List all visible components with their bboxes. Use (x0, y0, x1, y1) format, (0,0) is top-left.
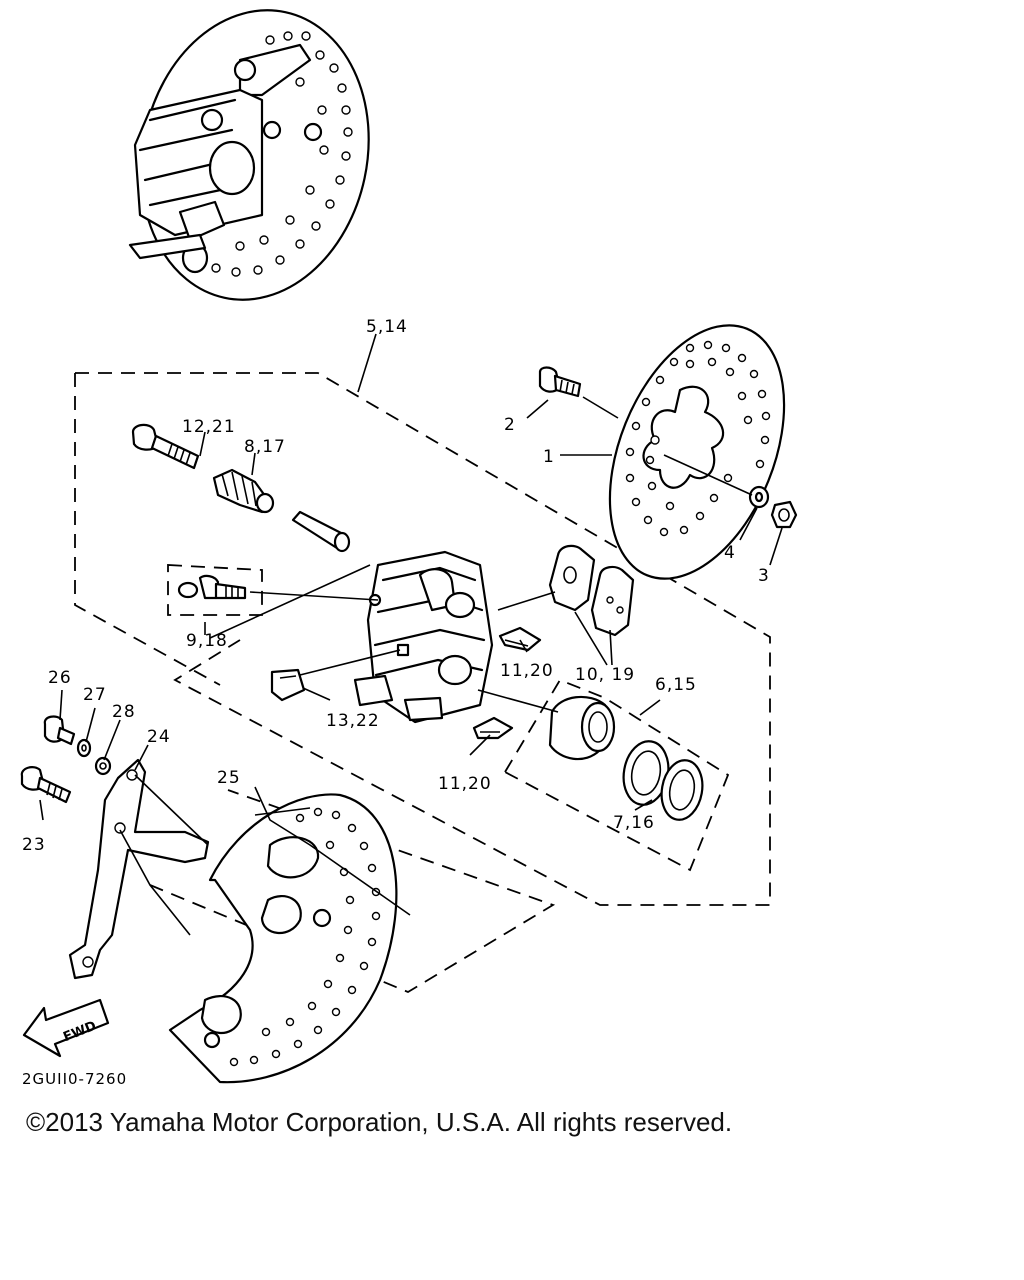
forward-arrow-icon: FWD (22, 998, 110, 1058)
callout-28: 28 (112, 702, 136, 722)
callout-9-18: 9,18 (186, 631, 228, 651)
bracket-bolt-short (43, 715, 76, 746)
copyright-notice: ©2013 Yamaha Motor Corporation, U.S.A. A… (26, 1107, 733, 1137)
bracket-washer (76, 738, 92, 758)
callout-25: 25 (217, 768, 241, 788)
callout-23: 23 (22, 835, 46, 855)
callout-2: 2 (504, 415, 516, 435)
pad-spring-upper (498, 626, 542, 652)
disc-bolt (538, 366, 582, 398)
pad-shim (270, 668, 306, 702)
disc-guard (168, 793, 398, 1084)
bracket-collar (94, 756, 112, 776)
assembled-caliper-view (128, 9, 370, 301)
caliper-sleeve (291, 510, 351, 553)
callout-labels: 5,14 2 1 4 3 12,21 8,17 9,18 11,20 10, 1… (22, 317, 770, 855)
callout-24: 24 (147, 727, 171, 747)
piston-seals (622, 740, 704, 821)
parts-diagram: 5,14 2 1 4 3 12,21 8,17 9,18 11,20 10, 1… (20, 9, 798, 1088)
callout-10-19: 10, 19 (575, 665, 635, 685)
callout-26: 26 (48, 668, 72, 688)
callout-27: 27 (83, 685, 107, 705)
disc-nut (770, 500, 798, 529)
caliper-body (353, 550, 494, 724)
caliper-mounting-bolt (131, 423, 200, 470)
leader-lines (39, 333, 783, 936)
callout-8-17: 8,17 (244, 437, 286, 457)
callout-1: 1 (543, 447, 555, 467)
callout-3: 3 (758, 566, 770, 586)
front-brake-disc (608, 324, 786, 580)
disc-washer (748, 485, 770, 509)
callout-5-14: 5,14 (366, 317, 408, 337)
guard-bracket (68, 758, 210, 980)
brake-pads (548, 544, 635, 637)
guard-holes (229, 807, 381, 1067)
front-disc-holes (625, 340, 771, 537)
bracket-bolt-long (20, 766, 72, 804)
callout-11-20-upper: 11,20 (500, 661, 554, 681)
assembled-disc-holes (211, 31, 353, 277)
callout-6-15: 6,15 (655, 675, 697, 695)
callout-13-22: 13,22 (326, 711, 380, 731)
callout-11-20-lower: 11,20 (438, 774, 492, 794)
pad-spring-lower (472, 716, 514, 740)
callout-12-21: 12,21 (182, 417, 236, 437)
caliper-pin-boot (212, 468, 275, 514)
diagram-code: 2GUII0-7260 (22, 1070, 127, 1088)
callout-4: 4 (724, 543, 736, 563)
caliper-piston (548, 695, 616, 761)
callout-7-16: 7,16 (613, 813, 655, 833)
bleed-screw (177, 574, 247, 600)
